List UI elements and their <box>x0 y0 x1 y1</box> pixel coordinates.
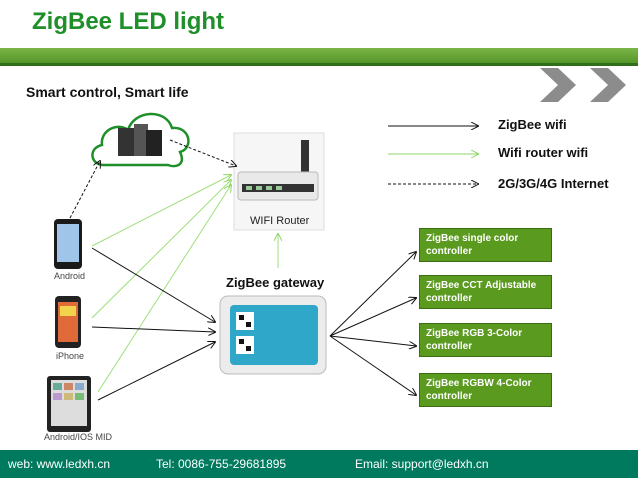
device-label-android: Android <box>54 271 86 281</box>
zigbee-link-tablet <box>97 342 215 401</box>
footer-web: web: www.ledxh.cn <box>8 457 111 471</box>
wifi-link-tablet <box>97 185 231 393</box>
cloud-icon <box>91 112 190 168</box>
wifi-link-android-cloud <box>69 161 100 219</box>
iphone-icon <box>55 296 81 348</box>
subtitle: Smart control, Smart life <box>26 84 189 100</box>
zigbee-link-cct <box>329 298 416 337</box>
gateway-icon <box>219 295 327 375</box>
server-icon <box>118 128 136 156</box>
page-title: ZigBee LED light <box>32 8 224 35</box>
device-label-mid: Android/IOS MID <box>44 432 113 442</box>
zigbee-link-rgbw <box>329 335 416 395</box>
controller-cct: ZigBee CCT Adjustable controller <box>419 275 552 309</box>
device-label-iphone: iPhone <box>56 351 85 361</box>
zigbee-link-rgb <box>329 335 416 346</box>
router-label: WIFI Router <box>250 215 310 227</box>
legend-label-internet: 2G/3G/4G Internet <box>498 176 609 191</box>
qr-code-icon <box>236 336 254 354</box>
controller-rgb: ZigBee RGB 3-Color controller <box>419 323 552 357</box>
header-bar <box>0 48 638 66</box>
android-phone-icon <box>54 219 82 269</box>
zigbee-link-android <box>91 247 215 322</box>
internet-link <box>169 139 236 166</box>
zigbee-link-iphone <box>91 326 215 332</box>
gateway-label: ZigBee gateway <box>226 275 325 290</box>
footer-tel: Tel: 0086-755-29681895 <box>156 457 287 471</box>
footer-bar: web: www.ledxh.cn Tel: 0086-755-29681895… <box>0 450 638 478</box>
controller-single-color: ZigBee single color controller <box>419 228 552 262</box>
wifi-link-android <box>91 175 231 247</box>
controller-rgbw: ZigBee RGBW 4-Color controller <box>419 373 552 407</box>
legend-label-wifi: Wifi router wifi <box>498 145 589 160</box>
legend-label-zigbee: ZigBee wifi <box>498 117 567 132</box>
chevron-decoration <box>540 68 626 102</box>
zigbee-link-single <box>329 252 416 337</box>
header-bar-shadow <box>0 63 638 66</box>
chevron-right-icon <box>590 68 626 102</box>
tablet-icon <box>47 376 91 432</box>
qr-code-icon <box>236 312 254 330</box>
chevron-left-icon <box>540 68 576 102</box>
footer-email: Email: support@ledxh.cn <box>355 457 489 471</box>
router-icon <box>233 132 325 231</box>
wifi-link-iphone <box>91 180 231 319</box>
